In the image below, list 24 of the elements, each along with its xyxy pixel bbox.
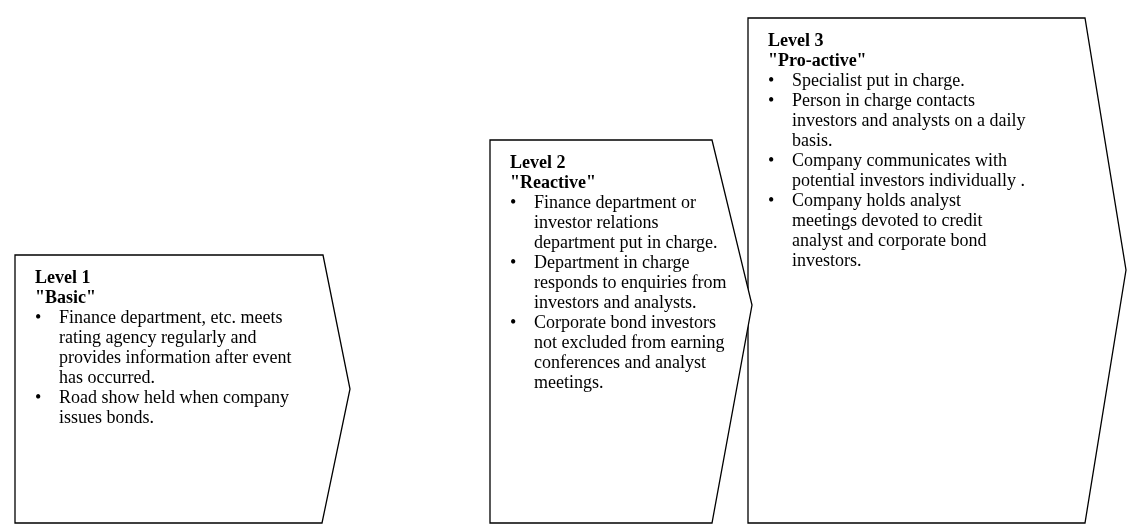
level-subtitle: "Basic": [35, 287, 97, 307]
bullet-text: Specialist put in charge.: [792, 70, 966, 90]
bullet-text: Road show held when company issues bonds.: [59, 387, 290, 427]
level-subtitle: "Reactive": [510, 172, 597, 192]
bullet-text: Person in charge contacts investors and analysts on a daily basis.: [792, 90, 1027, 150]
level-subtitle: "Pro-active": [768, 50, 868, 70]
bullet-text: Finance department or investor relations department put in charge.: [534, 192, 719, 252]
level-heading: Level 3: [768, 30, 825, 50]
level-heading: Level 2: [510, 152, 567, 172]
bullet-marker: •: [768, 70, 775, 90]
bullet-marker: •: [510, 192, 517, 212]
bullet-marker: •: [510, 312, 517, 332]
bullet-marker: •: [768, 150, 775, 170]
bullet-marker: •: [35, 387, 42, 407]
level-heading: Level 1: [35, 267, 92, 287]
bullet-text: Finance department, etc. meets rating agency regularly and provides information after event has occurred.: [59, 307, 293, 387]
bullet-text: Company communicates with potential investors individually .: [792, 150, 1026, 190]
bullet-text: Corporate bond investors not excluded from earning conferences and analyst meetings.: [534, 312, 726, 392]
bullet-text: Company holds analyst meetings devoted to credit analyst and corporate bond investors.: [792, 190, 988, 270]
bullet-marker: •: [35, 307, 42, 327]
bullet-marker: •: [768, 90, 775, 110]
bullet-marker: •: [510, 252, 517, 272]
bullet-marker: •: [768, 190, 775, 210]
bullet-text: Department in charge responds to enquiries from investors and analysts.: [534, 252, 728, 312]
